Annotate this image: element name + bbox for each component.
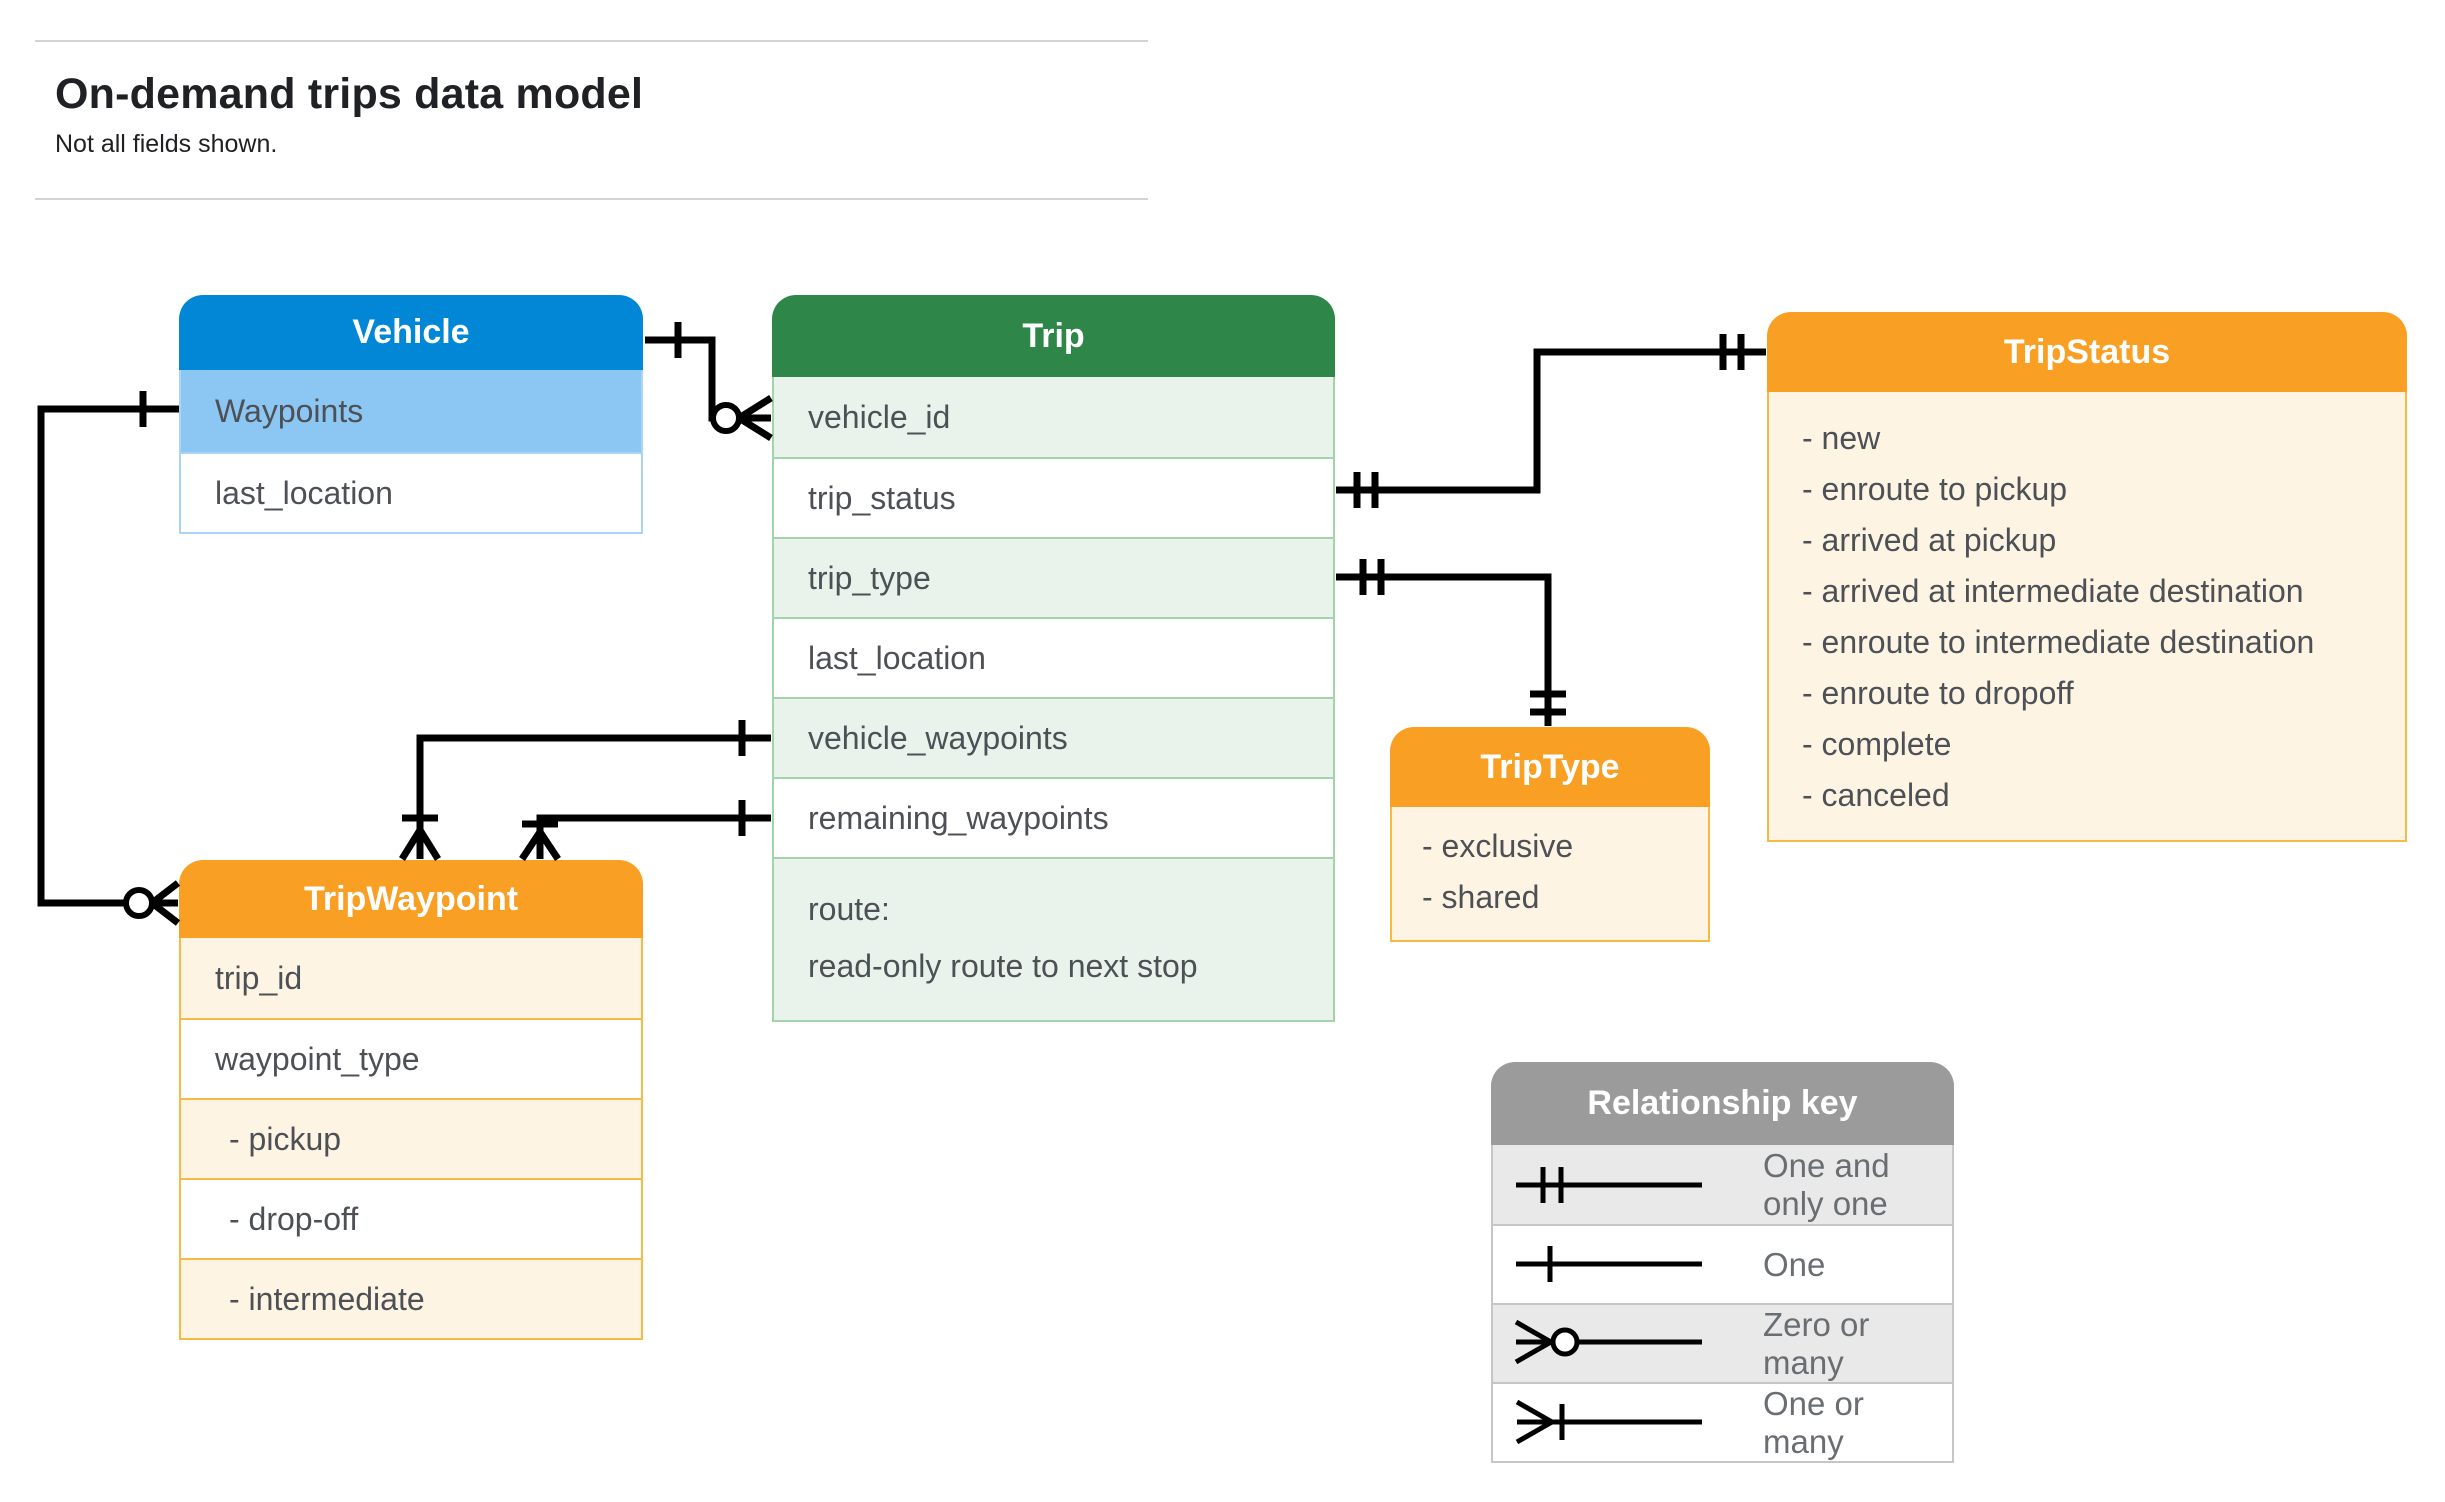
- entity-tripstatus-title: TripStatus: [1767, 312, 2407, 392]
- field-trip-type: trip_type: [774, 537, 1333, 617]
- zero-circle: [123, 887, 155, 919]
- entity-trip-title: Trip: [772, 295, 1335, 377]
- one-and-only-one-ticks: [1530, 690, 1566, 716]
- entity-tripwaypoint-title: TripWaypoint: [179, 860, 643, 938]
- field-last-location: last_location: [181, 452, 641, 532]
- connector-trip-vehicle-waypoints: [416, 734, 771, 830]
- relationship-key: Relationship key One and only one One Ze…: [1491, 1062, 1954, 1463]
- waypoint-drop-off: - drop-off: [181, 1178, 641, 1258]
- connector-trip-triptype: [1336, 573, 1552, 726]
- entity-tripstatus: TripStatus - new - enroute to pickup - a…: [1767, 312, 2407, 842]
- field-vehicle-waypoints: vehicle_waypoints: [774, 697, 1333, 777]
- status-canceled: - canceled: [1802, 777, 1950, 813]
- relationship-key-title: Relationship key: [1491, 1062, 1954, 1145]
- entity-trip: Trip vehicle_id trip_status trip_type la…: [772, 295, 1335, 1022]
- route-description: read-only route to next stop: [808, 948, 1198, 984]
- zero-circle: [710, 402, 742, 434]
- waypoint-intermediate: - intermediate: [181, 1258, 641, 1338]
- legend-one: One: [1493, 1224, 1952, 1303]
- status-arrived-at-intermediate-destination: - arrived at intermediate destination: [1802, 573, 2304, 609]
- status-enroute-to-pickup: - enroute to pickup: [1802, 471, 2068, 507]
- crow-foot-one-or-many: [519, 830, 561, 861]
- type-exclusive: - exclusive: [1422, 828, 1574, 864]
- entity-vehicle: Vehicle Waypoints last_location: [179, 295, 643, 534]
- crow-foot-zero-or-many: [737, 395, 773, 441]
- route-label: route:: [808, 891, 890, 927]
- one-and-only-one-ticks: [1353, 472, 1379, 508]
- type-shared: - shared: [1422, 879, 1540, 915]
- field-waypoints: Waypoints: [181, 370, 641, 452]
- legend-one-or-many: One or many: [1493, 1382, 1952, 1461]
- connector-vehicle-trip: [645, 336, 716, 422]
- crow-foot-one-or-many: [399, 828, 441, 861]
- legend-zero-or-many: Zero or many: [1493, 1303, 1952, 1382]
- entity-tripwaypoint: TripWaypoint trip_id waypoint_type - pic…: [179, 860, 643, 1340]
- status-enroute-to-intermediate-destination: - enroute to intermediate destination: [1802, 624, 2315, 660]
- field-route: route: read-only route to next stop: [774, 857, 1333, 1020]
- top-divider: [35, 40, 1148, 42]
- page-title: On-demand trips data model: [55, 70, 644, 118]
- entity-triptype: TripType - exclusive - shared: [1390, 727, 1710, 942]
- entity-vehicle-title: Vehicle: [179, 295, 643, 370]
- bottom-divider: [35, 198, 1148, 200]
- crow-foot-zero-or-many: [149, 880, 181, 926]
- connector-vehicle-tripwaypoint: [37, 405, 179, 907]
- status-complete: - complete: [1802, 726, 1952, 762]
- status-arrived-at-pickup: - arrived at pickup: [1802, 522, 2057, 558]
- field-waypoint-type: waypoint_type: [181, 1018, 641, 1098]
- status-new: - new: [1802, 420, 1881, 456]
- one-and-only-one-ticks: [1359, 559, 1385, 595]
- field-vehicle-id: vehicle_id: [774, 377, 1333, 457]
- field-last-location: last_location: [774, 617, 1333, 697]
- status-enroute-to-dropoff: - enroute to dropoff: [1802, 675, 2074, 711]
- legend-one-and-only-one: One and only one: [1493, 1145, 1952, 1224]
- field-trip-status: trip_status: [774, 457, 1333, 537]
- connector-trip-tripstatus: [1336, 348, 1766, 494]
- field-remaining-waypoints: remaining_waypoints: [774, 777, 1333, 857]
- page-subtitle: Not all fields shown.: [55, 130, 278, 158]
- field-trip-id: trip_id: [181, 938, 641, 1018]
- waypoint-pickup: - pickup: [181, 1098, 641, 1178]
- connector-trip-remaining-waypoints: [536, 814, 771, 832]
- entity-triptype-title: TripType: [1390, 727, 1710, 807]
- one-and-only-one-ticks: [1719, 334, 1745, 370]
